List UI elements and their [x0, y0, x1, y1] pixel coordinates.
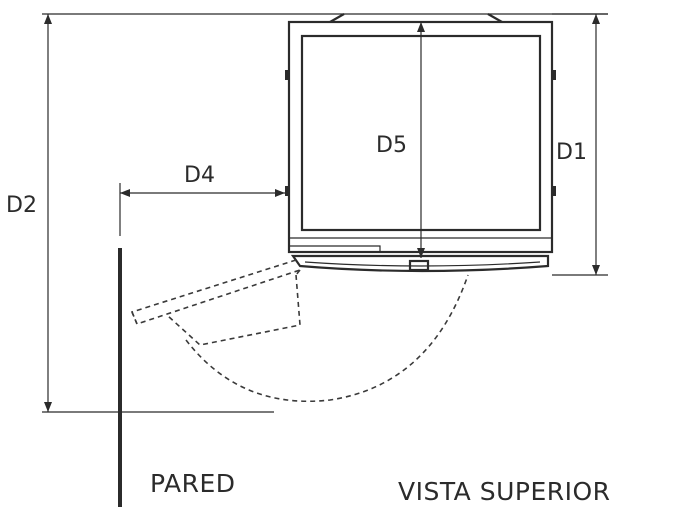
- d4-dimension: D4: [119, 163, 285, 236]
- d1-dimension: D1: [552, 13, 608, 276]
- d4-label: D4: [184, 163, 215, 188]
- d2-label: D2: [6, 193, 37, 218]
- d1-label: D1: [556, 140, 587, 165]
- open-door-outline: [130, 259, 301, 346]
- d5-dimension: D5: [372, 22, 425, 258]
- view-label: VISTA SUPERIOR: [398, 477, 611, 506]
- d5-label: D5: [376, 133, 407, 158]
- d2-dimension: D2: [6, 14, 274, 413]
- door-swing-arc: [185, 274, 469, 403]
- wall-label: PARED: [150, 469, 236, 498]
